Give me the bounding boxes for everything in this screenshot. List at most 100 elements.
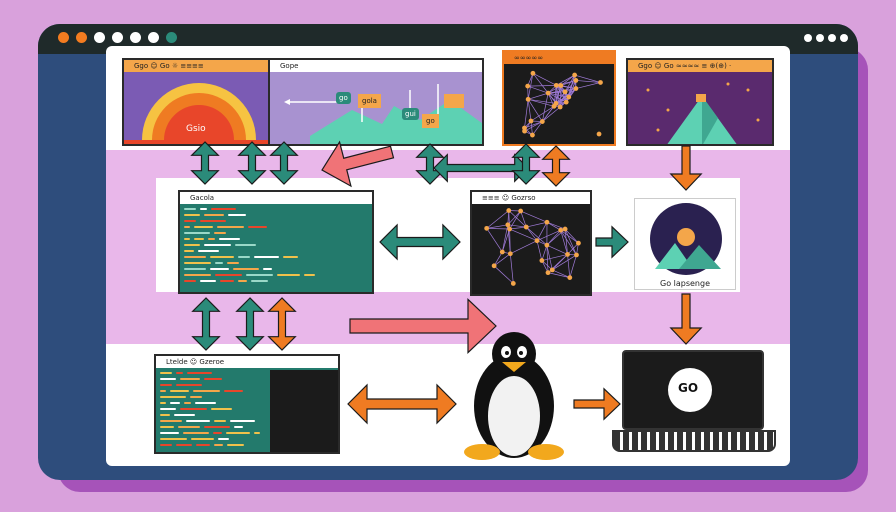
mountain-icon <box>646 82 760 144</box>
code-token <box>191 438 214 440</box>
graph-edge <box>507 224 527 228</box>
graph-edge <box>547 92 567 103</box>
go-flow-panel-title: Gope <box>270 60 482 72</box>
window-dot[interactable] <box>130 32 141 43</box>
graph-edge <box>524 99 529 129</box>
code-token <box>160 408 176 410</box>
code-token <box>160 420 182 422</box>
code-token <box>184 402 191 404</box>
graph-edge <box>509 228 538 242</box>
graph-edge <box>528 98 555 107</box>
graph-edge <box>555 85 567 103</box>
graph-node <box>518 208 524 214</box>
graph-edge <box>541 93 549 122</box>
code-token <box>210 268 229 270</box>
window-dot[interactable] <box>148 32 159 43</box>
code-token <box>238 256 250 258</box>
code-token <box>254 256 279 258</box>
graph-edge <box>520 210 548 223</box>
code-token <box>178 426 200 428</box>
linux-tux-icon <box>464 332 564 460</box>
graph-edge <box>486 228 503 253</box>
code-token <box>214 420 226 422</box>
code-token <box>184 214 200 216</box>
graph-edge <box>556 74 575 86</box>
code-token <box>200 220 226 222</box>
code-token <box>184 232 210 234</box>
code-token <box>198 250 219 252</box>
graph-edge <box>527 73 534 100</box>
graph-edge <box>552 254 577 271</box>
graph-edge <box>564 229 568 255</box>
code-token <box>184 256 206 258</box>
code-token <box>184 238 190 240</box>
code-token <box>211 208 236 210</box>
code-token <box>184 250 194 252</box>
graph-edge <box>525 226 538 241</box>
network-panel: ∞∞∞∞∞ <box>502 50 616 146</box>
code-token <box>187 372 212 374</box>
graph-node <box>567 275 573 280</box>
code-token <box>220 280 234 282</box>
graph-node <box>549 267 555 273</box>
graph-node <box>558 227 564 233</box>
window-menu-dot <box>804 34 812 42</box>
graph-node <box>522 128 527 134</box>
code-token <box>170 402 180 404</box>
graph-node <box>506 208 512 213</box>
graph-node <box>553 82 559 88</box>
code-token <box>160 444 172 446</box>
graph-node <box>534 238 540 244</box>
code-editor-title: Gacola <box>180 192 372 204</box>
code-token <box>263 268 272 270</box>
graph-edge <box>486 228 510 230</box>
graph-node <box>544 219 550 225</box>
code-token <box>174 414 195 416</box>
graph-edge <box>532 121 543 136</box>
go-tag-1: go <box>336 92 351 104</box>
code-token <box>184 244 200 246</box>
graph-node <box>491 263 497 269</box>
sun-panel: Ggo ☺ Go ☼ ≡≡≡≡ Gsio <box>122 58 272 146</box>
graph-edge <box>527 85 557 87</box>
graph-node <box>525 83 531 89</box>
code-token <box>211 408 232 410</box>
graph-edge <box>560 229 579 244</box>
code-token <box>233 268 259 270</box>
go-card-art <box>650 203 722 275</box>
graph-edge <box>536 229 561 242</box>
graph-node <box>525 96 531 102</box>
code-token <box>196 444 210 446</box>
graph-edge <box>546 221 566 230</box>
window-dot[interactable] <box>94 32 105 43</box>
flow-diagram <box>284 84 482 144</box>
graph-edge <box>560 230 568 255</box>
code-token <box>277 274 300 276</box>
graph-edge <box>509 210 521 230</box>
graph-edge <box>530 106 555 122</box>
window-dot[interactable] <box>58 32 69 43</box>
graph-node <box>576 240 581 246</box>
graph-edge <box>507 210 521 226</box>
window-controls <box>38 24 858 54</box>
code-token <box>160 372 172 374</box>
graph-node <box>551 103 557 109</box>
code-token <box>214 444 223 446</box>
window-dot[interactable] <box>112 32 123 43</box>
graph-edge <box>508 210 527 228</box>
graph-node <box>573 78 579 83</box>
code-token <box>160 414 170 416</box>
code-token <box>208 238 215 240</box>
window-dot[interactable] <box>166 32 177 43</box>
graph-node <box>573 86 579 91</box>
code-token <box>224 390 243 392</box>
mountain-panel-title: Ggo ☺ Go ≈≈≈≈ ≡ ⊕(⊕) · <box>628 60 772 72</box>
graph-node <box>523 224 529 230</box>
go-tag-3: gui <box>402 108 419 120</box>
code-token <box>210 256 234 258</box>
code-token <box>226 432 250 434</box>
code-token <box>234 426 243 428</box>
window-dot[interactable] <box>76 32 87 43</box>
graph-edge <box>542 106 561 122</box>
graph-node <box>557 104 563 110</box>
